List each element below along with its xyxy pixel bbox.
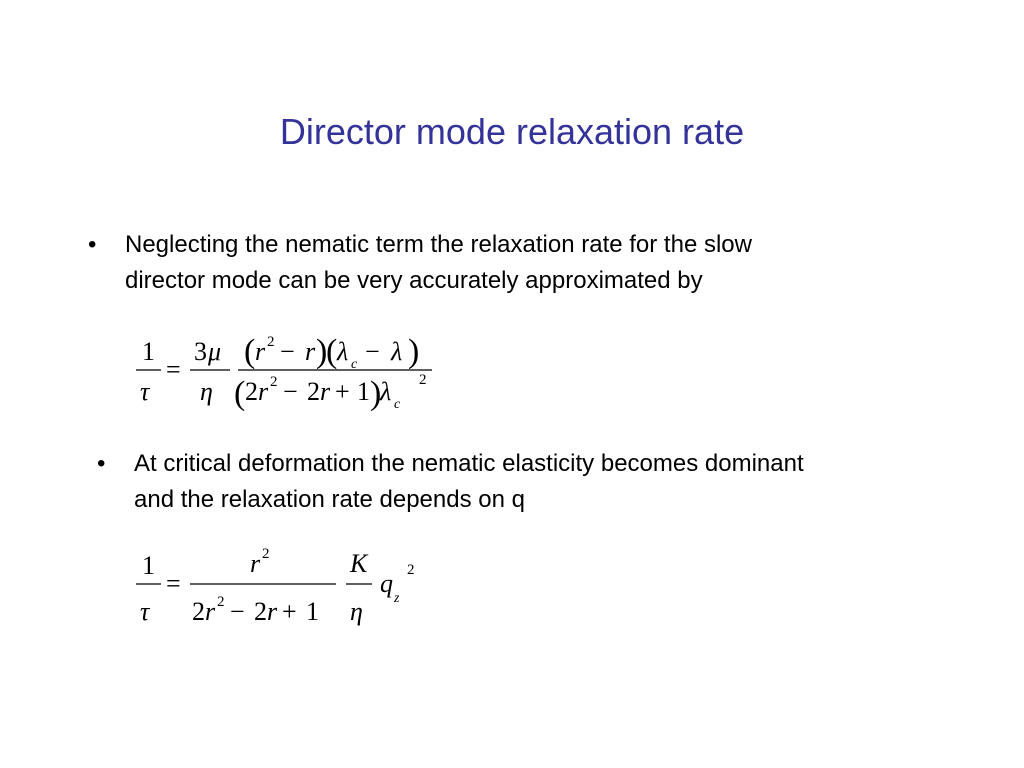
eq1-num-lparen: (: [244, 333, 255, 370]
eq2-k-denominator: η: [350, 597, 363, 626]
eq2-den-plus: +: [282, 597, 297, 626]
bullet-text-line: director mode can be very accurately app…: [125, 267, 703, 294]
eq1-equals: =: [166, 355, 181, 384]
slide-title: Director mode relaxation rate: [279, 111, 745, 152]
eq2-equals: =: [166, 569, 181, 598]
eq1-num-r2: r: [305, 337, 316, 366]
eq1-den-sub-c: c: [394, 397, 401, 412]
equation-critical-rate: 1 τ = r 2 2 r 2 − 2 r + 1 K η q z 2: [136, 546, 415, 626]
eq1-num-sub-c: c: [351, 357, 358, 372]
eq2-lhs-numerator: 1: [142, 551, 155, 580]
eq1-den-rparen: ): [370, 375, 381, 412]
eq1-den-coef2: 2: [307, 377, 320, 406]
eq1-den-r2: r: [320, 377, 331, 406]
eq1-den-plus: +: [335, 377, 350, 406]
eq1-lhs-denominator: τ: [140, 377, 151, 406]
eq1-num-rparen2: ): [408, 333, 419, 370]
eq1-den-lambda: λ: [379, 377, 391, 406]
eq1-den-r: r: [258, 377, 269, 406]
eq2-num-exp: 2: [262, 546, 270, 562]
bullet-marker: •: [97, 450, 106, 477]
eq2-num-r: r: [250, 549, 261, 578]
eq1-num-r: r: [255, 337, 266, 366]
eq2-den-r2: r: [267, 597, 278, 626]
eq1-num-rparen: ): [316, 333, 327, 370]
eq2-q-exp: 2: [407, 562, 415, 578]
eq1-num-minus: −: [280, 337, 295, 366]
eq2-den-coef2: 2: [254, 597, 267, 626]
eq1-num-lparen2: (: [326, 333, 337, 370]
bullet-marker: •: [88, 231, 97, 258]
eq1-den-coef: 2: [245, 377, 258, 406]
eq1-num-lambda: λ: [336, 337, 348, 366]
bullet-item: • Neglecting the nematic term the relaxa…: [88, 227, 888, 299]
eq2-lhs-denominator: τ: [140, 597, 151, 626]
eq2-k-numerator: K: [349, 549, 369, 578]
eq1-den-exp2: 2: [419, 372, 427, 388]
eq1-coef-mu: μ: [207, 337, 221, 366]
eq1-den-minus: −: [283, 377, 298, 406]
bullet-text-line: and the relaxation rate depends on q: [134, 486, 525, 513]
equation-slow-mode-rate: 1 τ = 3 μ η ( r 2 − r ) ( λ c − λ ) ( 2 …: [136, 333, 432, 412]
eq1-lhs-numerator: 1: [142, 337, 155, 366]
eq1-num-exp: 2: [267, 334, 275, 350]
eq1-num-minus2: −: [365, 337, 380, 366]
eq2-den-exp: 2: [217, 594, 225, 610]
eq1-coef-eta: η: [200, 377, 213, 406]
eq1-den-one: 1: [357, 377, 370, 406]
eq2-q: q: [380, 569, 393, 598]
eq2-den-r: r: [205, 597, 216, 626]
eq1-den-lparen: (: [234, 375, 245, 412]
eq2-den-minus: −: [230, 597, 245, 626]
bullet-text-line: Neglecting the nematic term the relaxati…: [125, 231, 752, 258]
bullet-text-line: At critical deformation the nematic elas…: [134, 450, 804, 477]
eq2-den-coef: 2: [192, 597, 205, 626]
eq2-q-sub: z: [393, 591, 400, 606]
eq2-den-one: 1: [306, 597, 319, 626]
bullet-item: • At critical deformation the nematic el…: [97, 446, 957, 518]
eq1-num-lambda2: λ: [390, 337, 402, 366]
eq1-den-exp: 2: [270, 374, 278, 390]
eq1-coef-digit: 3: [194, 337, 207, 366]
